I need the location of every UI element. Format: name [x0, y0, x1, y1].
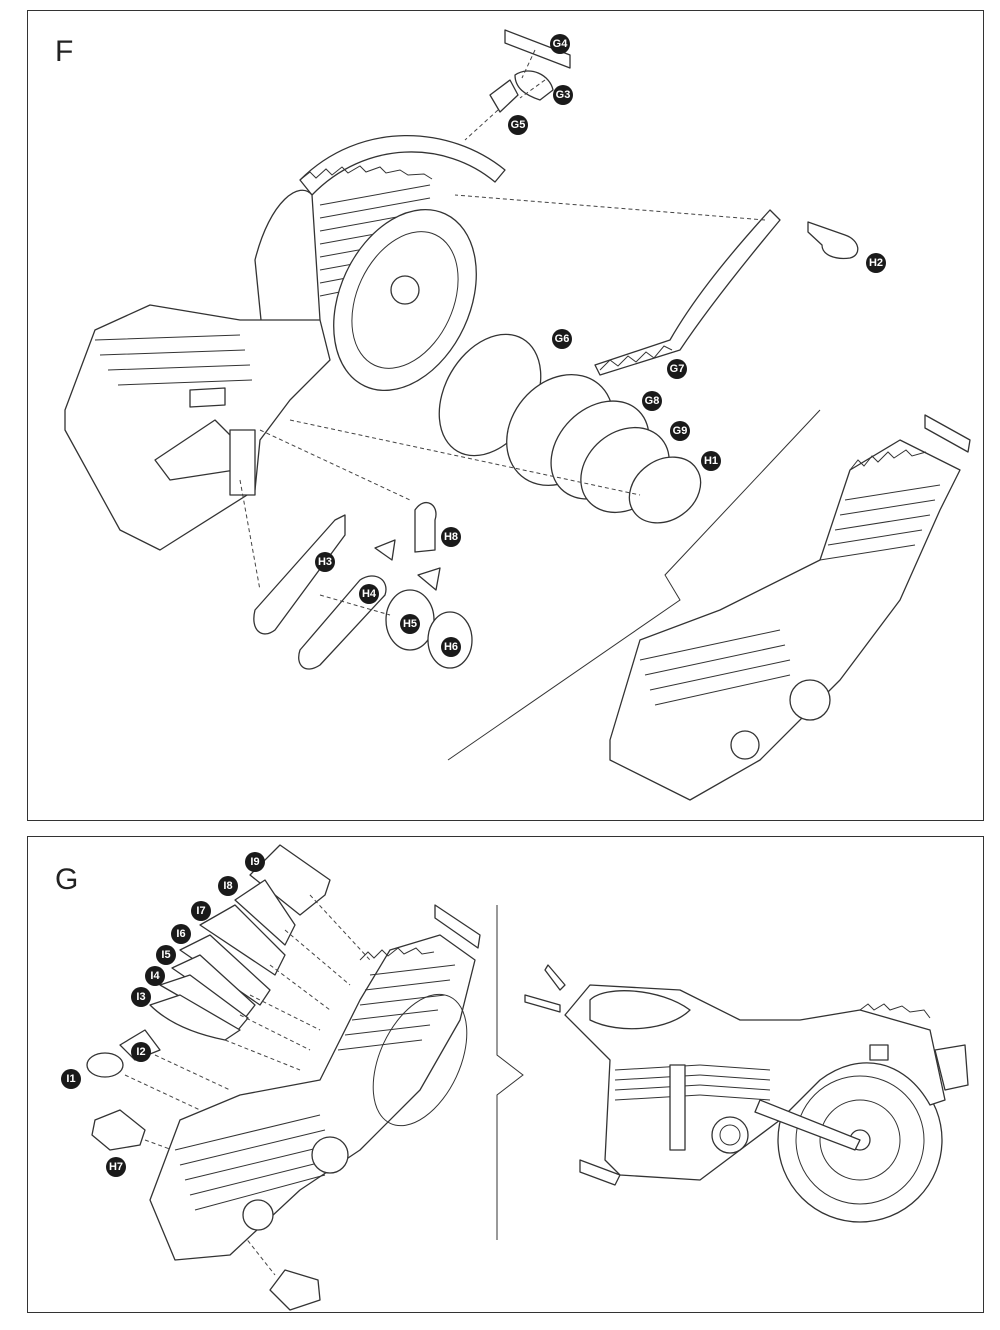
svg-text:I5: I5 [161, 949, 170, 961]
svg-text:I3: I3 [136, 991, 145, 1003]
part-badge-h6: H6 [441, 637, 461, 657]
panel-g-letter: G [55, 863, 79, 896]
panel-f-divider [447, 409, 821, 761]
panel-f-letter: F [55, 35, 74, 68]
parts-g3-g5 [464, 29, 571, 141]
part-badge-i2: I2 [131, 1042, 151, 1062]
part-badge-i7: I7 [191, 901, 211, 921]
part-badge-h1: H1 [701, 451, 721, 471]
part-badge-i4: I4 [145, 966, 165, 986]
part-badge-g7: G7 [667, 359, 687, 379]
part-badge-i9: I9 [245, 852, 265, 872]
panel-g-divider [496, 905, 524, 1240]
svg-text:G3: G3 [556, 89, 571, 101]
svg-text:G8: G8 [645, 395, 660, 407]
part-badge-g4: G4 [550, 34, 570, 54]
part-badge-g3: G3 [553, 85, 573, 105]
side-rail [454, 194, 859, 376]
svg-text:H4: H4 [362, 588, 377, 600]
svg-text:H6: H6 [444, 641, 458, 653]
svg-text:I2: I2 [136, 1046, 145, 1058]
svg-text:G9: G9 [673, 425, 688, 437]
part-badge-i8: I8 [218, 876, 238, 896]
motorcycle-frame-exploded [64, 134, 506, 551]
part-badge-h5: H5 [400, 614, 420, 634]
part-badge-h4: H4 [359, 584, 379, 604]
part-badge-h2: H2 [866, 253, 886, 273]
svg-text:H3: H3 [318, 556, 332, 568]
svg-text:I4: I4 [150, 970, 160, 982]
svg-text:H8: H8 [444, 531, 458, 543]
svg-text:G6: G6 [555, 333, 570, 345]
engine-discs [289, 333, 702, 524]
svg-text:G5: G5 [511, 119, 526, 131]
part-badge-g8: G8 [642, 391, 662, 411]
part-badge-h7: H7 [106, 1157, 126, 1177]
svg-text:I8: I8 [223, 880, 232, 892]
seat-plates-stack [86, 844, 331, 1311]
svg-text:I1: I1 [66, 1073, 75, 1085]
part-badge-i1: I1 [61, 1069, 81, 1089]
part-badge-g6: G6 [552, 329, 572, 349]
svg-text:H5: H5 [403, 618, 417, 630]
svg-text:H2: H2 [869, 257, 883, 269]
motorcycle-side-view [524, 964, 969, 1223]
svg-text:G4: G4 [553, 38, 569, 50]
assembled-preview-f [609, 414, 971, 801]
part-badge-h3: H3 [315, 552, 335, 572]
svg-text:I9: I9 [250, 856, 259, 868]
assembled-body-g [149, 904, 481, 1261]
part-badge-i5: I5 [156, 945, 176, 965]
svg-text:H1: H1 [704, 455, 718, 467]
svg-text:I6: I6 [176, 928, 185, 940]
part-badge-h8: H8 [441, 527, 461, 547]
part-badge-g9: G9 [670, 421, 690, 441]
part-badge-g5: G5 [508, 115, 528, 135]
svg-text:G7: G7 [670, 363, 685, 375]
svg-text:H7: H7 [109, 1161, 123, 1173]
part-badge-i6: I6 [171, 924, 191, 944]
lower-parts [239, 429, 473, 670]
svg-text:I7: I7 [196, 905, 205, 917]
part-badge-i3: I3 [131, 987, 151, 1007]
